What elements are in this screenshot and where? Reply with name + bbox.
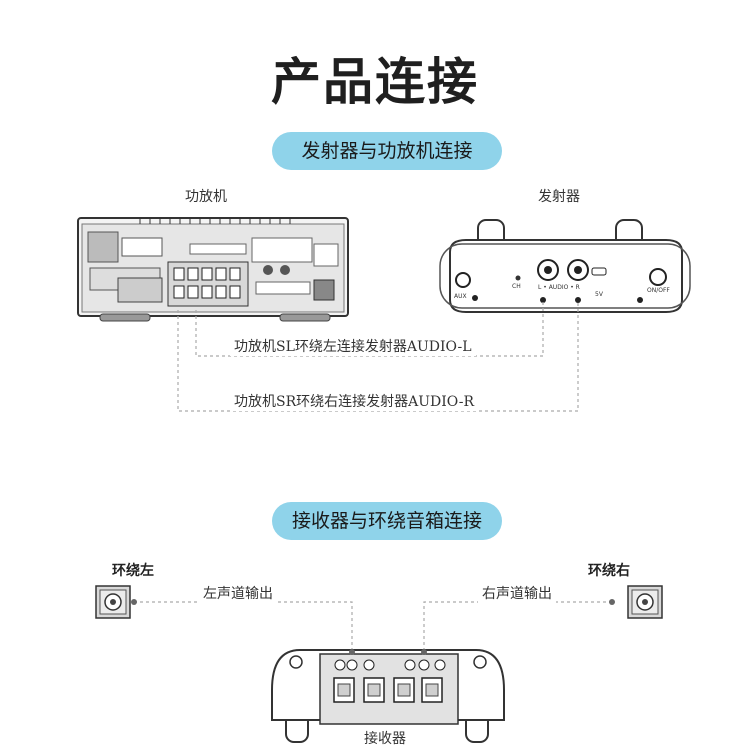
port-label-aux: AUX bbox=[454, 293, 467, 300]
port-label-audio: L • AUDIO • R bbox=[538, 284, 580, 291]
section-heading-transmitter-amplifier: 发射器与功放机连接 bbox=[272, 132, 502, 170]
right-output-label: 右声道输出 bbox=[478, 583, 556, 603]
speaker-left bbox=[95, 585, 137, 619]
connection-lines-transmitter bbox=[177, 302, 579, 412]
page-title: 产品连接 bbox=[271, 53, 479, 111]
connection-lines-receiver bbox=[134, 601, 612, 652]
amplifier-device bbox=[77, 217, 349, 322]
transmitter-label: 发射器 bbox=[538, 189, 580, 205]
connection-label-right: 功放机SR环绕右连接发射器AUDIO-R bbox=[230, 391, 479, 411]
speaker-right-label: 环绕右 bbox=[588, 563, 630, 579]
receiver-device bbox=[271, 649, 505, 743]
section-heading-text: 接收器与环绕音箱连接 bbox=[291, 510, 482, 532]
port-label-ch: CH bbox=[512, 283, 521, 290]
connection-label-left: 功放机SL环绕左连接发射器AUDIO-L bbox=[230, 336, 476, 356]
port-label-5v: 5V bbox=[595, 291, 603, 298]
transmitter-device bbox=[439, 219, 691, 313]
speaker-left-label: 环绕左 bbox=[112, 563, 154, 579]
section-heading-receiver-speaker: 接收器与环绕音箱连接 bbox=[272, 502, 502, 540]
speaker-right bbox=[609, 585, 663, 619]
receiver-label: 接收器 bbox=[364, 731, 406, 747]
port-label-onoff: ON/OFF bbox=[647, 287, 670, 294]
left-output-label: 左声道输出 bbox=[199, 583, 277, 603]
amplifier-label: 功放机 bbox=[185, 189, 227, 205]
section-heading-text: 发射器与功放机连接 bbox=[301, 140, 473, 162]
